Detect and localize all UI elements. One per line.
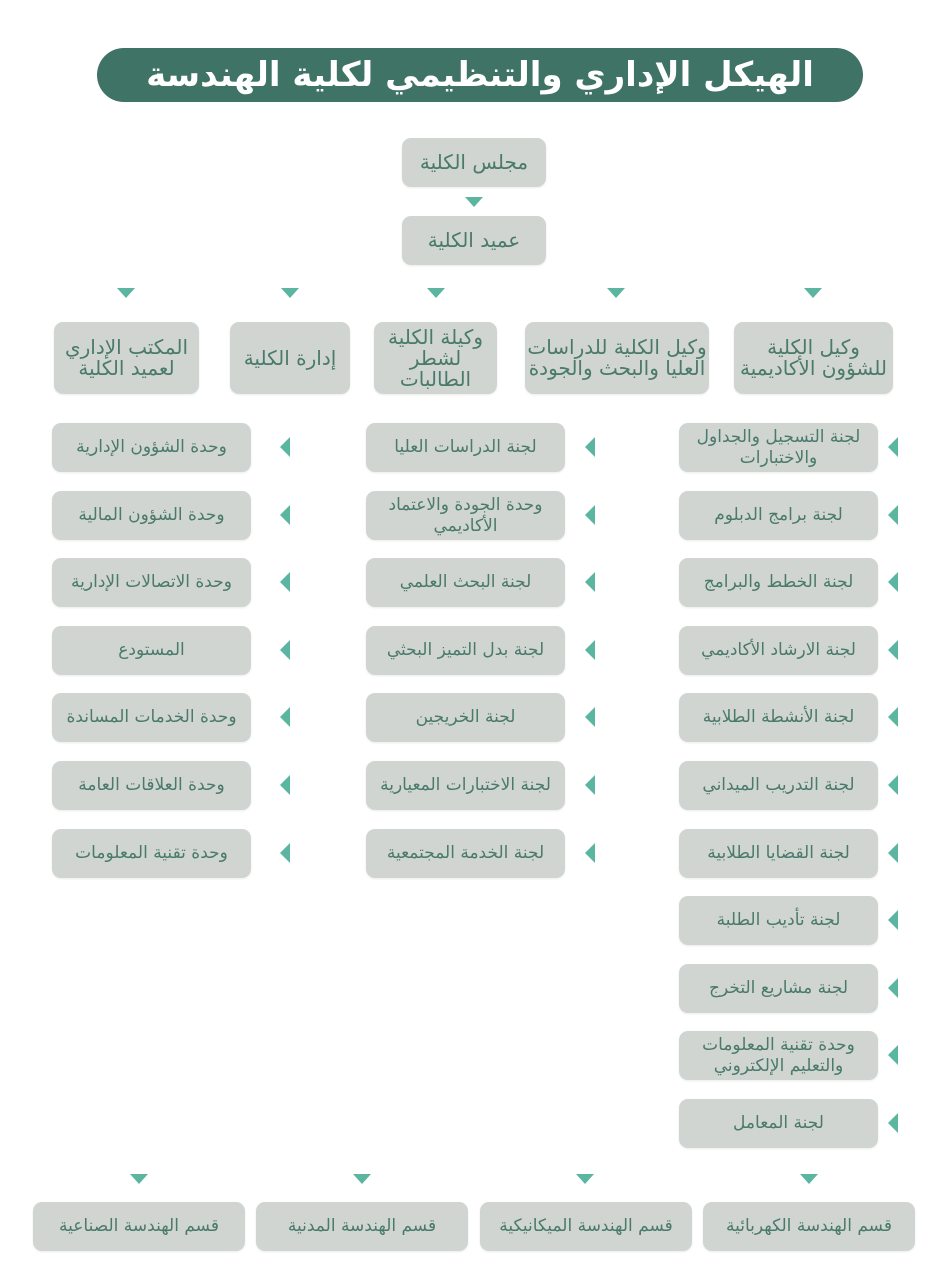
arrow-left-icon [888,505,898,525]
academic-committee-box: لجنة المعامل [679,1099,878,1148]
academic-committee-box: لجنة الأنشطة الطلابية [679,693,878,742]
graduate-committee-box: لجنة الخريجين [366,693,565,742]
department-box: قسم الهندسة الكهربائية [703,1202,915,1251]
academic-committee-box: لجنة التسجيل والجداول والاختبارات [679,423,878,472]
graduate-committee-box: لجنة الدراسات العليا [366,423,565,472]
chart-title: الهيكل الإداري والتنظيمي لكلية الهندسة [97,48,863,102]
level2-box: المكتب الإداري لعميد الكلية [54,322,199,394]
arrow-left-icon [585,505,595,525]
graduate-committee-box: لجنة البحث العلمي [366,558,565,607]
arrow-left-icon [280,505,290,525]
level2-box: وكيل الكلية للدراسات العليا والبحث والجو… [525,322,709,394]
academic-committee-box: لجنة تأديب الطلبة [679,896,878,945]
arrow-down-icon [800,1174,818,1184]
arrow-left-icon [888,1045,898,1065]
level2-box: وكيلة الكلية لشطر الطالبات [374,322,497,394]
arrow-left-icon [280,707,290,727]
arrow-down-icon [130,1174,148,1184]
admin-unit-box: وحدة الاتصالات الإدارية [52,558,251,607]
arrow-left-icon [585,843,595,863]
arrow-left-icon [585,572,595,592]
dean-box: عميد الكلية [402,216,546,265]
academic-committee-box: لجنة الخطط والبرامج [679,558,878,607]
arrow-down-icon [576,1174,594,1184]
arrow-left-icon [280,572,290,592]
arrow-left-icon [888,1113,898,1133]
academic-committee-box: لجنة مشاريع التخرج [679,964,878,1013]
admin-unit-box: وحدة العلاقات العامة [52,761,251,810]
arrow-left-icon [280,437,290,457]
department-box: قسم الهندسة الصناعية [33,1202,245,1251]
admin-unit-box: وحدة تقنية المعلومات [52,829,251,878]
arrow-left-icon [888,910,898,930]
level2-box: إدارة الكلية [230,322,350,394]
department-box: قسم الهندسة الميكانيكية [480,1202,692,1251]
academic-committee-box: لجنة برامج الدبلوم [679,491,878,540]
arrow-left-icon [585,640,595,660]
arrow-left-icon [280,640,290,660]
arrow-left-icon [888,843,898,863]
arrow-left-icon [888,978,898,998]
arrow-left-icon [585,707,595,727]
graduate-committee-box: لجنة الخدمة المجتمعية [366,829,565,878]
arrow-left-icon [585,437,595,457]
graduate-committee-box: لجنة الاختبارات المعيارية [366,761,565,810]
graduate-committee-box: وحدة الجودة والاعتماد الأكاديمي [366,491,565,540]
academic-committee-box: لجنة الارشاد الأكاديمي [679,626,878,675]
arrow-down-icon [607,288,625,298]
arrow-down-icon [465,197,483,207]
arrow-left-icon [280,843,290,863]
admin-unit-box: وحدة الشؤون الإدارية [52,423,251,472]
arrow-left-icon [888,707,898,727]
arrow-left-icon [888,775,898,795]
admin-unit-box: وحدة الخدمات المساندة [52,693,251,742]
arrow-down-icon [281,288,299,298]
level2-box: وكيل الكلية للشؤون الأكاديمية [734,322,893,394]
admin-unit-box: المستودع [52,626,251,675]
arrow-down-icon [804,288,822,298]
graduate-committee-box: لجنة بدل التميز البحثي [366,626,565,675]
arrow-left-icon [888,437,898,457]
arrow-left-icon [585,775,595,795]
academic-committee-box: لجنة التدريب الميداني [679,761,878,810]
arrow-left-icon [888,572,898,592]
council-box: مجلس الكلية [402,138,546,187]
arrow-down-icon [427,288,445,298]
arrow-down-icon [353,1174,371,1184]
arrow-left-icon [280,775,290,795]
academic-committee-box: لجنة القضايا الطلابية [679,829,878,878]
admin-unit-box: وحدة الشؤون المالية [52,491,251,540]
department-box: قسم الهندسة المدنية [256,1202,468,1251]
arrow-left-icon [888,640,898,660]
arrow-down-icon [117,288,135,298]
academic-committee-box: وحدة تقنية المعلومات والتعليم الإلكتروني [679,1031,878,1080]
